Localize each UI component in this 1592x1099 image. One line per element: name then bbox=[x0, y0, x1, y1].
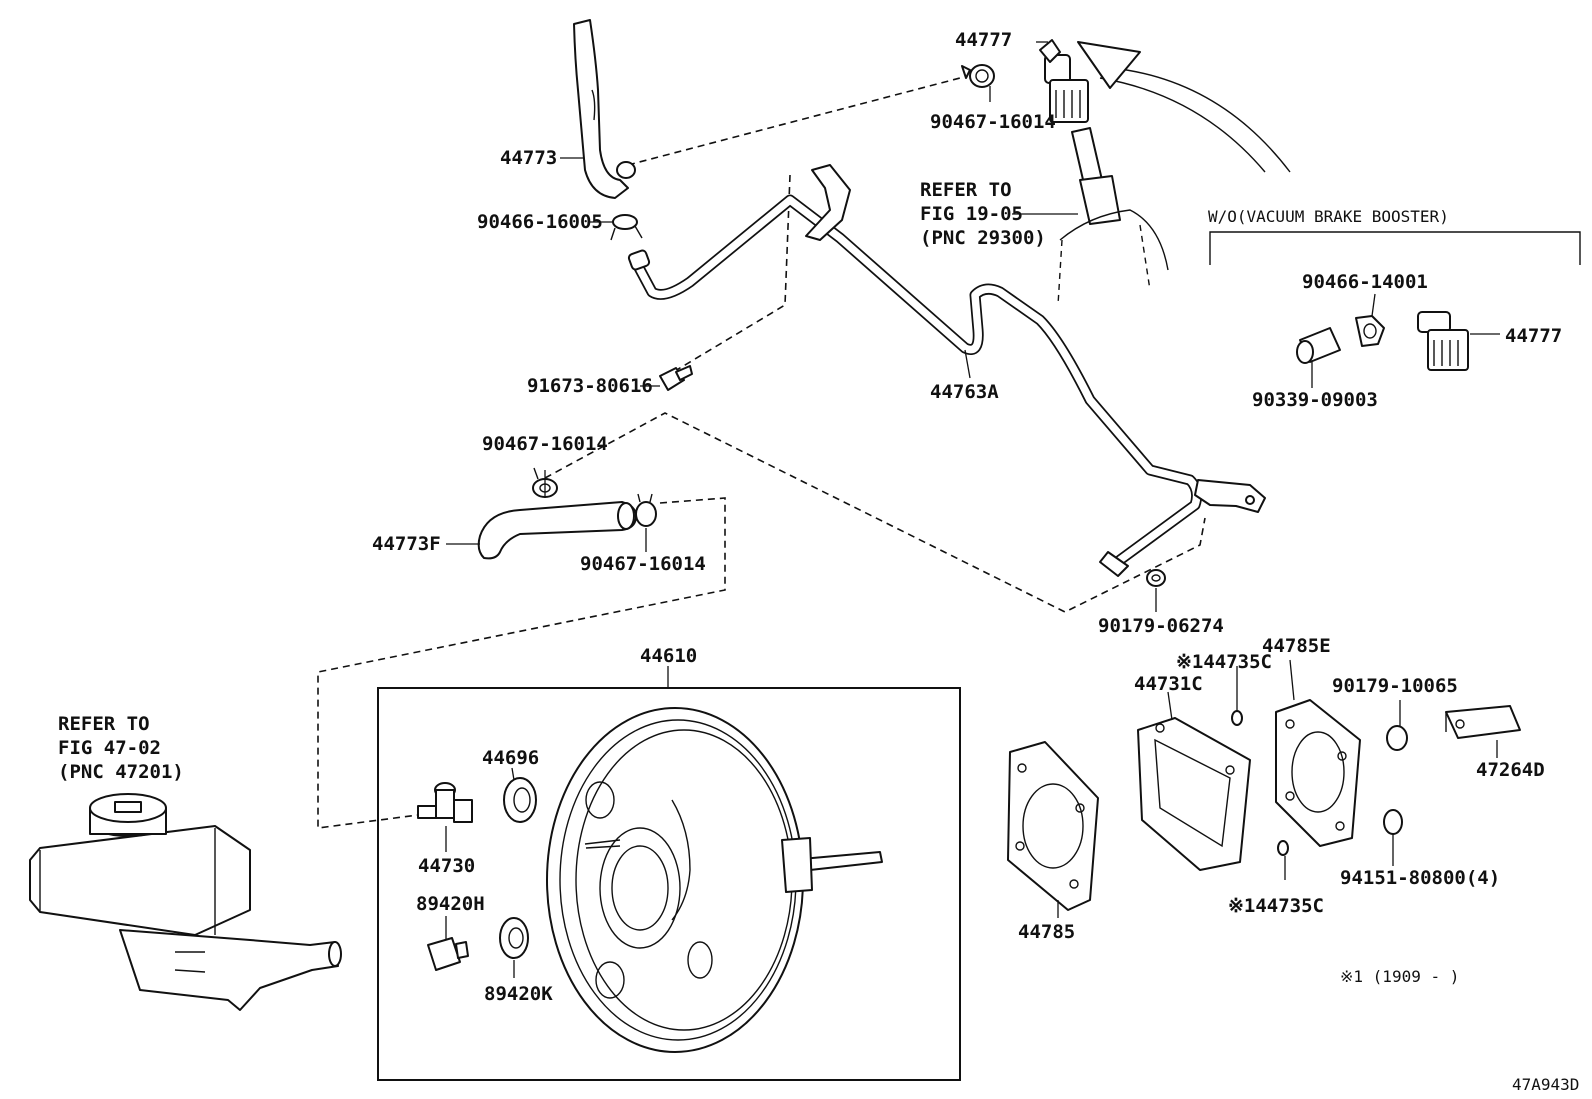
label-44777-right: 44777 bbox=[1505, 325, 1562, 347]
check-valve-44777-top bbox=[1039, 39, 1089, 123]
label-44785: 44785 bbox=[1018, 921, 1075, 943]
nut-90179-10065 bbox=[1386, 725, 1408, 751]
label-90467-16014-low: 90467-16014 bbox=[580, 553, 706, 575]
hose-44773F bbox=[477, 501, 637, 560]
wo-vacuum-box bbox=[1209, 231, 1581, 371]
grommet-44696 bbox=[503, 777, 537, 823]
label-wo-vacuum: W/O(VACUUM BRAKE BOOSTER) bbox=[1208, 207, 1449, 226]
label-90466-16005: 90466-16005 bbox=[477, 211, 603, 233]
label-44773: 44773 bbox=[500, 147, 557, 169]
gasket-44785E bbox=[1275, 699, 1361, 847]
pipe-bracket-right bbox=[1194, 479, 1266, 513]
sensor-89420H bbox=[427, 937, 469, 971]
direction-arrow bbox=[1077, 41, 1291, 173]
intake-connector bbox=[1057, 127, 1169, 306]
label-44763A: 44763A bbox=[930, 381, 999, 403]
booster-assembly-box bbox=[377, 687, 961, 1081]
clamp-90466-16005 bbox=[610, 214, 643, 241]
label-44773F: 44773F bbox=[372, 533, 441, 555]
label-footnote: ※1 (1909 - ) bbox=[1340, 967, 1459, 986]
label-refer-47-line1: REFER TO bbox=[58, 713, 150, 735]
label-89420H: 89420H bbox=[416, 893, 485, 915]
master-cylinder bbox=[29, 793, 342, 1011]
label-refer-47-line3: (PNC 47201) bbox=[58, 761, 184, 783]
label-refer-19-line2: FIG 19-05 bbox=[920, 203, 1023, 225]
label-44735C-bottom: ※144735C bbox=[1228, 895, 1324, 917]
label-94151-80800: 94151-80800(4) bbox=[1340, 867, 1500, 889]
label-90467-16014-mid: 90467-16014 bbox=[482, 433, 608, 455]
label-44735C-top: ※144735C bbox=[1176, 651, 1272, 673]
check-valve-44730 bbox=[417, 782, 473, 823]
label-44731C: 44731C bbox=[1134, 673, 1203, 695]
label-90179-10065: 90179-10065 bbox=[1332, 675, 1458, 697]
label-90466-14001: 90466-14001 bbox=[1302, 271, 1428, 293]
label-90467-16014-top: 90467-16014 bbox=[930, 111, 1056, 133]
label-90179-06274: 90179-06274 bbox=[1098, 615, 1224, 637]
clamp-90467-16014-low bbox=[635, 493, 657, 527]
label-90339-09003: 90339-09003 bbox=[1252, 389, 1378, 411]
nut-44735C-bottom bbox=[1277, 840, 1289, 856]
spacer-44731C bbox=[1137, 717, 1251, 871]
label-44785E: 44785E bbox=[1262, 635, 1331, 657]
bolt-94151-80800 bbox=[1383, 809, 1403, 835]
dashed-connection-lines bbox=[317, 77, 1206, 829]
pipe-bracket-top bbox=[805, 164, 851, 241]
label-refer-19-line3: (PNC 29300) bbox=[920, 227, 1046, 249]
clevis-47264D bbox=[1445, 705, 1521, 739]
grommet-89420K bbox=[499, 917, 529, 959]
gasket-44785 bbox=[1007, 741, 1099, 911]
part-labels: 44777 90467-16014 44773 90466-16005 REFE… bbox=[58, 29, 1579, 1094]
clamp-90467-16014-top bbox=[961, 64, 995, 88]
label-91673-80616: 91673-80616 bbox=[527, 375, 653, 397]
pipe-44763A bbox=[627, 194, 1203, 577]
bolt-91673-80616 bbox=[659, 365, 693, 391]
label-44777-top: 44777 bbox=[955, 29, 1012, 51]
grommet-90179-06274 bbox=[1146, 569, 1166, 587]
label-44730: 44730 bbox=[418, 855, 475, 877]
label-refer-19-line1: REFER TO bbox=[920, 179, 1012, 201]
brake-booster bbox=[546, 707, 883, 1053]
hose-44773 bbox=[573, 19, 636, 199]
nut-44735C-top bbox=[1231, 710, 1243, 726]
label-refer-47-line2: FIG 47-02 bbox=[58, 737, 161, 759]
label-47264D: 47264D bbox=[1476, 759, 1545, 781]
label-89420K: 89420K bbox=[484, 983, 553, 1005]
label-44610: 44610 bbox=[640, 645, 697, 667]
label-figure-code: 47A943D bbox=[1512, 1075, 1579, 1094]
leader-lines bbox=[445, 41, 1500, 978]
label-44696: 44696 bbox=[482, 747, 539, 769]
